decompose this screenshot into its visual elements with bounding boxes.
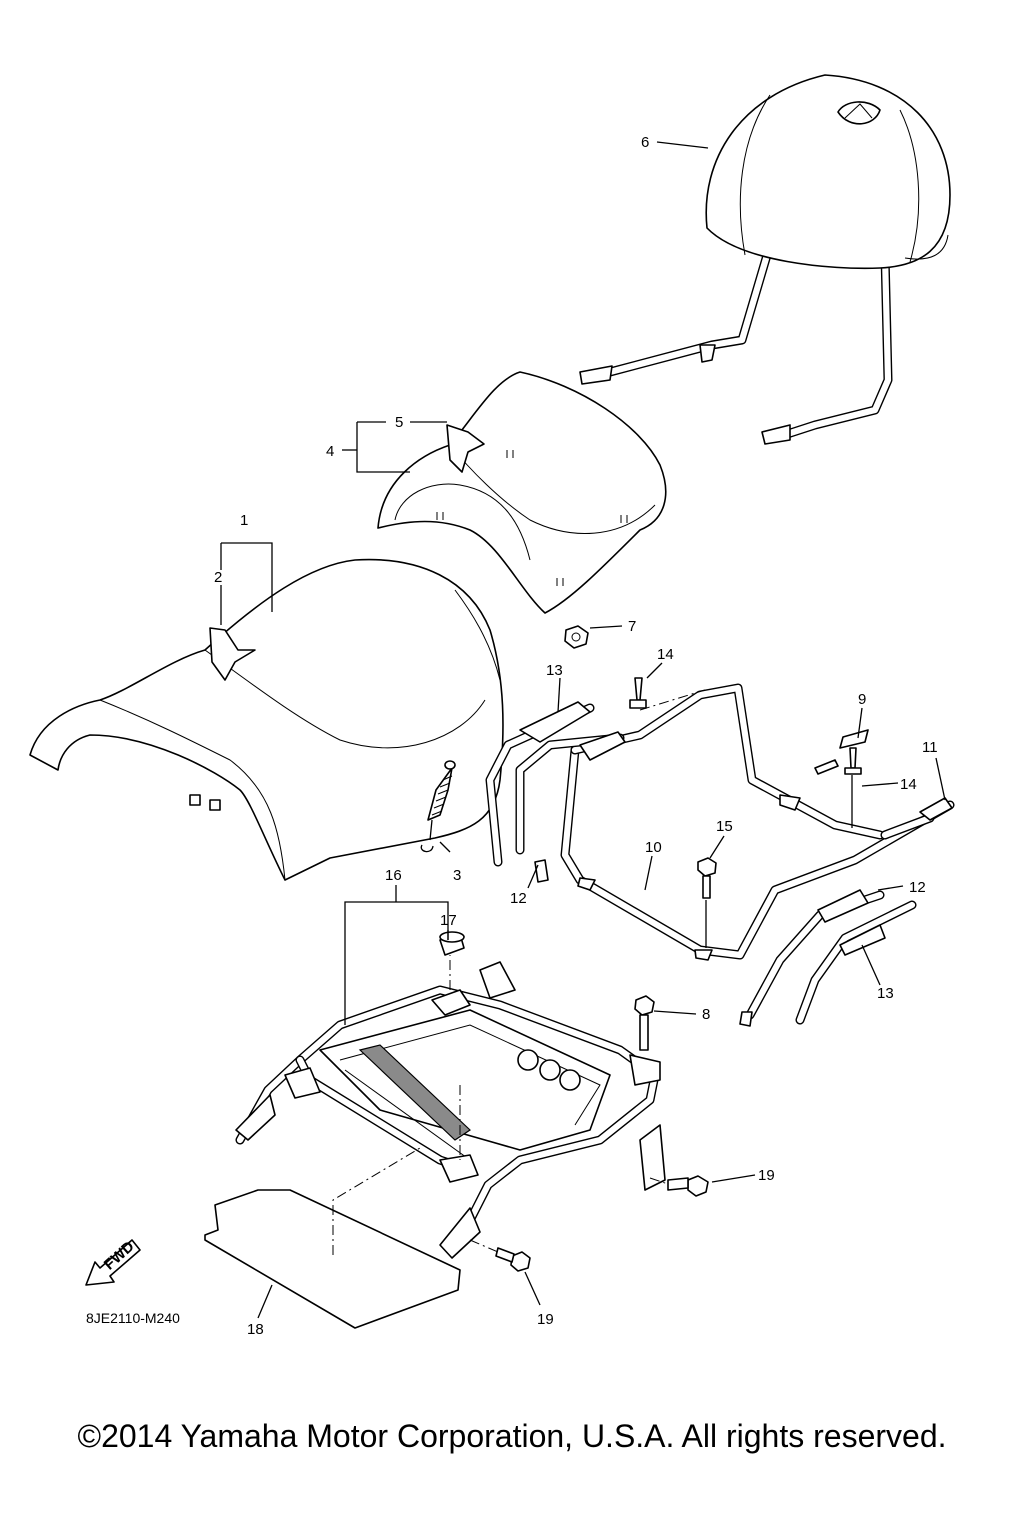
callout-8: 8 <box>702 1006 710 1023</box>
leader-lines <box>220 141 946 1319</box>
callout-14a: 14 <box>657 646 674 663</box>
callout-18: 18 <box>247 1321 264 1338</box>
fwd-arrow-icon: FWD <box>85 1238 141 1286</box>
callout-10: 10 <box>645 839 662 856</box>
callout-6: 6 <box>641 134 649 151</box>
callout-13b: 13 <box>877 985 894 1002</box>
callout-7: 7 <box>628 618 636 635</box>
callout-1: 1 <box>240 512 248 529</box>
damper <box>439 931 465 956</box>
callout-11: 11 <box>922 739 938 756</box>
callout-3: 3 <box>453 867 461 884</box>
rider-seat <box>29 558 504 881</box>
callout-9: 9 <box>858 691 866 708</box>
callout-5: 5 <box>395 414 403 431</box>
callout-numbers: 1 2 3 4 5 6 7 8 9 10 11 12 12 13 13 14 1… <box>214 134 938 1338</box>
callout-16: 16 <box>385 867 402 884</box>
rear-seat-frame <box>560 683 955 961</box>
passenger-seat <box>377 371 667 614</box>
seat-base-frame <box>235 955 666 1259</box>
callout-19a: 19 <box>758 1167 775 1184</box>
callout-4: 4 <box>326 443 334 460</box>
callout-12a: 12 <box>510 890 527 907</box>
seat-spring <box>420 760 456 853</box>
copyright-notice: ©2014 Yamaha Motor Corporation, U.S.A. A… <box>77 1418 947 1454</box>
callout-2: 2 <box>214 569 222 586</box>
callout-19b: 19 <box>537 1311 554 1328</box>
grab-bars <box>485 701 917 1027</box>
nut <box>564 625 589 649</box>
callout-17: 17 <box>440 912 457 929</box>
diagram-code: 8JE2110-M240 <box>86 1310 180 1326</box>
callout-15: 15 <box>716 818 733 835</box>
bolts-lower <box>469 995 709 1272</box>
backrest-assembly <box>579 74 951 445</box>
callout-14b: 14 <box>900 776 917 793</box>
callout-13a: 13 <box>546 662 563 679</box>
fasteners-upper <box>629 677 862 948</box>
callout-12b: 12 <box>909 879 926 896</box>
under-panel <box>204 1147 461 1329</box>
